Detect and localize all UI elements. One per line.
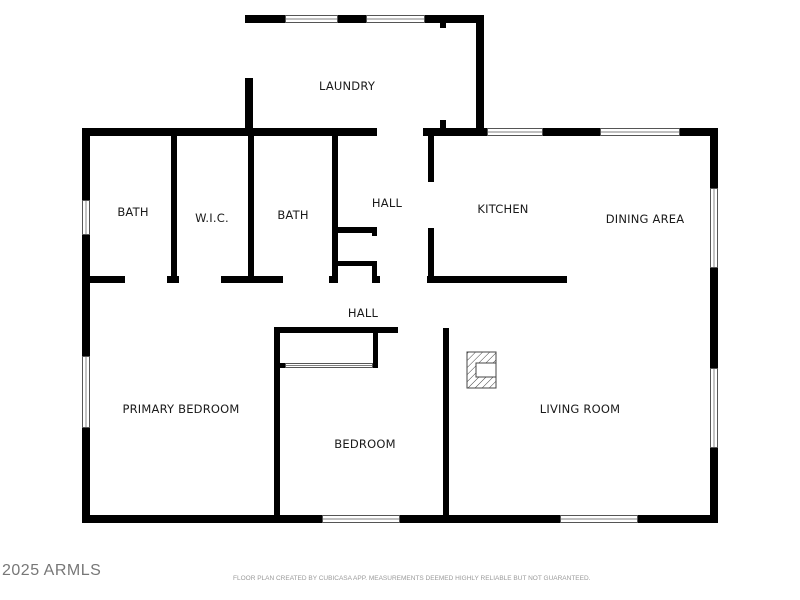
room-label-wic: W.I.C.: [195, 211, 229, 225]
windows: [82, 15, 718, 523]
wall: [171, 136, 177, 283]
wall: [245, 78, 253, 136]
wall: [372, 227, 377, 236]
wall: [82, 276, 125, 283]
room-label-living-room: LIVING ROOM: [539, 402, 621, 416]
room-label-laundry: LAUNDRY: [318, 79, 376, 93]
wall: [274, 363, 285, 368]
wall: [332, 227, 377, 233]
disclaimer: FLOOR PLAN CREATED BY CUBICASA APP. MEAS…: [233, 575, 591, 582]
wall: [245, 15, 484, 23]
wall: [274, 327, 398, 333]
watermark: 2025 ARMLS: [2, 562, 102, 579]
wall: [248, 136, 254, 283]
room-label-bath: BATH: [117, 205, 149, 219]
room-label-bedroom: BEDROOM: [334, 437, 396, 451]
room-label-dining-area: DINING AREA: [605, 212, 685, 226]
wall: [440, 120, 446, 128]
wall: [440, 23, 446, 28]
room-label-kitchen: KITCHEN: [477, 202, 529, 216]
wall: [428, 136, 434, 182]
wall: [82, 128, 377, 136]
wall: [372, 261, 377, 283]
wall: [274, 327, 280, 523]
walls: [82, 15, 718, 523]
wall: [332, 261, 377, 266]
wall: [476, 15, 484, 136]
room-label-primary-bedroom: PRIMARY BEDROOM: [122, 402, 240, 416]
room-label-hall-upper: HALL: [371, 196, 403, 210]
fireplace-icon: [466, 351, 497, 389]
wall: [332, 136, 338, 283]
wall: [82, 128, 90, 523]
room-label-bath-2: BATH: [277, 208, 309, 222]
wall: [427, 276, 567, 283]
wall: [443, 328, 449, 523]
wall: [710, 128, 718, 523]
wall: [373, 327, 378, 368]
wall: [428, 228, 434, 283]
room-label-hall-lower: HALL: [347, 306, 379, 320]
wall: [423, 128, 718, 136]
